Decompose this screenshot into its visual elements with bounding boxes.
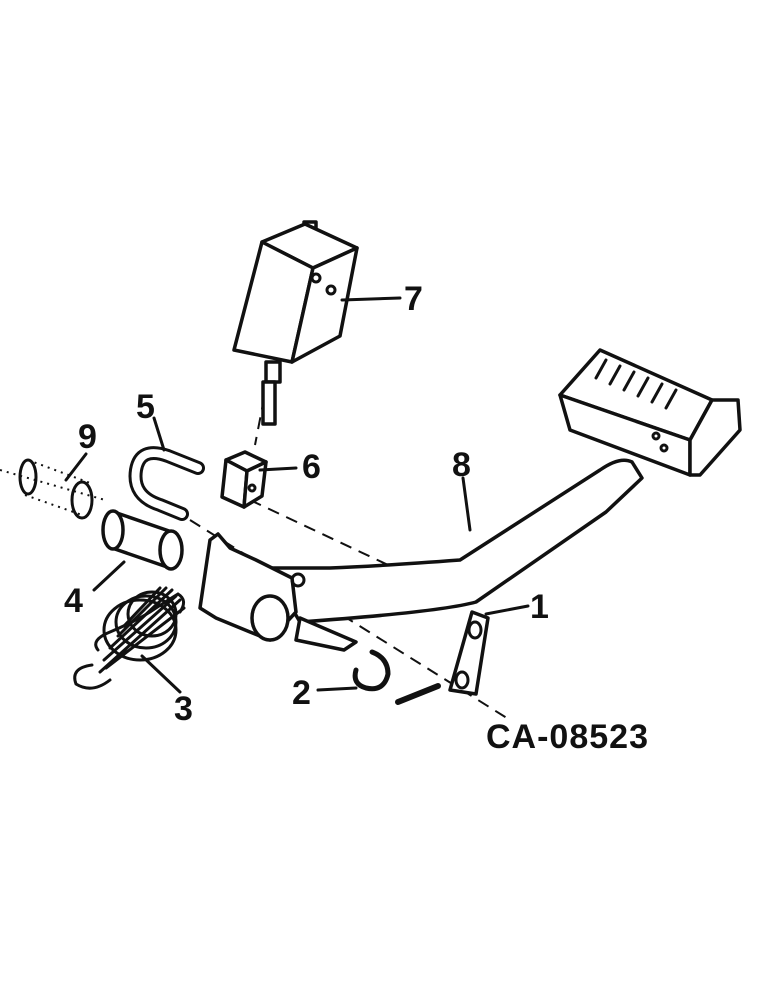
part-7-switch-housing (232, 220, 359, 426)
callout-5: 5 (136, 388, 155, 426)
callout-1: 1 (530, 588, 549, 626)
part-6-block (220, 450, 268, 509)
callout-9: 9 (78, 418, 97, 456)
callout-3: 3 (174, 690, 193, 728)
part-8-pedal (198, 348, 742, 652)
drawing-code: CA-08523 (486, 718, 649, 756)
part-5-u-bolt (128, 446, 205, 521)
part-3-spring (73, 586, 186, 690)
part-1-link (395, 610, 490, 705)
part-2-snap-ring (352, 649, 391, 692)
alignment-lines (0, 377, 511, 721)
callout-7: 7 (404, 280, 423, 318)
callout-4: 4 (64, 582, 83, 620)
part-4-bushing (101, 509, 184, 571)
part-9-shaft (18, 458, 94, 520)
leader-lines (64, 296, 530, 694)
callout-2: 2 (292, 674, 311, 712)
callout-8: 8 (452, 446, 471, 484)
callout-6: 6 (302, 448, 321, 486)
